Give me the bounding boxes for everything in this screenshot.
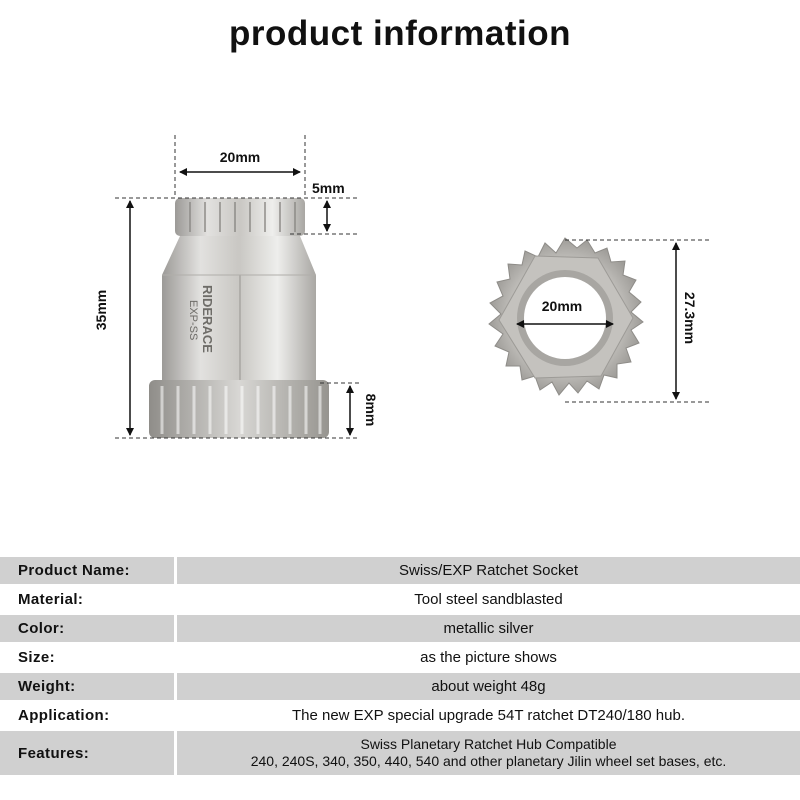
spec-row-material: Material: Tool steel sandblasted — [0, 586, 800, 613]
spec-label: Product Name: — [0, 557, 177, 584]
product-figure: RIDERACE EXP-SS 20mm 5mm 35mm 8mm — [93, 135, 710, 439]
dim-top-width: 20mm — [220, 149, 260, 165]
dimension-lines-end — [565, 239, 710, 403]
dim-inner: 20mm — [542, 298, 582, 314]
spec-label: Material: — [0, 586, 177, 613]
spec-value: Swiss/EXP Ratchet Socket — [177, 557, 800, 584]
spec-label: Application: — [0, 702, 177, 729]
spec-label: Size: — [0, 644, 177, 671]
model-engraving: EXP-SS — [187, 300, 199, 340]
spec-row-product-name: Product Name: Swiss/EXP Ratchet Socket — [0, 557, 800, 584]
spec-label: Color: — [0, 615, 177, 642]
features-line-2: 240, 240S, 340, 350, 440, 540 and other … — [250, 753, 727, 769]
features-line-1: Swiss Planetary Ratchet Hub Compatible — [360, 736, 617, 752]
dimension-lines-side — [115, 135, 360, 439]
spec-row-color: Color: metallic silver — [0, 615, 800, 642]
dim-teeth-bottom: 8mm — [363, 394, 379, 427]
spec-value: Swiss Planetary Ratchet Hub Compatible 2… — [177, 731, 800, 775]
dim-teeth-top: 5mm — [312, 180, 345, 196]
page-title: product information — [229, 14, 571, 53]
spec-row-weight: Weight: about weight 48g — [0, 673, 800, 700]
spec-row-size: Size: as the picture shows — [0, 644, 800, 671]
spec-label: Features: — [0, 731, 177, 775]
spec-table: Product Name: Swiss/EXP Ratchet Socket M… — [0, 555, 800, 777]
dim-height: 35mm — [93, 290, 109, 330]
spec-value: about weight 48g — [177, 673, 800, 700]
spec-value: Tool steel sandblasted — [177, 586, 800, 613]
spec-row-features: Features: Swiss Planetary Ratchet Hub Co… — [0, 731, 800, 775]
socket-side-view: RIDERACE EXP-SS — [149, 198, 329, 438]
spec-label: Weight: — [0, 673, 177, 700]
spec-value: as the picture shows — [177, 644, 800, 671]
spec-row-application: Application: The new EXP special upgrade… — [0, 702, 800, 729]
socket-end-view — [488, 237, 644, 396]
brand-engraving: RIDERACE — [200, 285, 215, 353]
spec-value: metallic silver — [177, 615, 800, 642]
dim-outer: 27.3mm — [682, 292, 698, 344]
spec-value: The new EXP special upgrade 54T ratchet … — [177, 702, 800, 729]
